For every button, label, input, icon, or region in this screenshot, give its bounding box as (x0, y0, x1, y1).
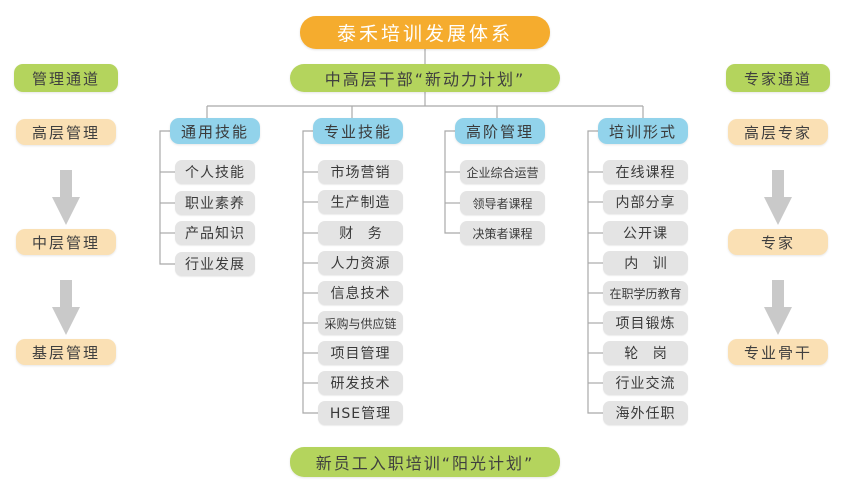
column-3-item-0[interactable]: 在线课程 (603, 160, 688, 184)
right-channel-level-2: 专业骨干 (728, 339, 828, 365)
column-3-item-3[interactable]: 内 训 (603, 251, 688, 275)
arrow-up-icon-right-1 (764, 170, 792, 225)
column-3-item-5[interactable]: 项目锻炼 (603, 311, 688, 335)
column-2-item-2[interactable]: 决策者课程 (460, 221, 545, 245)
column-3-item-7[interactable]: 行业交流 (603, 371, 688, 395)
left-channel-level-0: 高层管理 (16, 119, 116, 145)
column-3-item-4[interactable]: 在职学历教育 (603, 281, 688, 305)
column-3-item-2[interactable]: 公开课 (603, 221, 688, 245)
column-3-item-1[interactable]: 内部分享 (603, 190, 688, 214)
arrow-up-icon-left-1 (52, 170, 80, 225)
left-channel-level-2: 基层管理 (16, 339, 116, 365)
right-channel-level-1: 专家 (728, 229, 828, 255)
column-header-3[interactable]: 培训形式 (598, 118, 688, 144)
column-1-item-8[interactable]: HSE管理 (318, 401, 403, 425)
column-header-2[interactable]: 高阶管理 (455, 118, 545, 144)
column-0-item-1[interactable]: 职业素养 (175, 191, 255, 215)
subtitle-banner: 中高层干部“新动力计划” (290, 64, 560, 92)
column-3-item-8[interactable]: 海外任职 (603, 401, 688, 425)
left-channel-header: 管理通道 (14, 64, 118, 92)
left-channel-level-1: 中层管理 (16, 229, 116, 255)
column-0-item-0[interactable]: 个人技能 (175, 160, 255, 184)
column-1-item-4[interactable]: 信息技术 (318, 281, 403, 305)
column-2-item-0[interactable]: 企业综合运营 (460, 160, 545, 184)
page-title: 泰禾培训发展体系 (300, 16, 550, 49)
column-1-item-0[interactable]: 市场营销 (318, 160, 403, 184)
column-2-item-1[interactable]: 领导者课程 (460, 191, 545, 215)
column-header-0[interactable]: 通用技能 (170, 118, 260, 144)
footer-banner: 新员工入职培训“阳光计划” (290, 447, 560, 477)
column-1-item-3[interactable]: 人力资源 (318, 251, 403, 275)
column-header-1[interactable]: 专业技能 (313, 118, 403, 144)
column-1-item-5[interactable]: 采购与供应链 (318, 311, 403, 335)
right-channel-level-0: 高层专家 (728, 119, 828, 145)
column-0-item-3[interactable]: 行业发展 (175, 252, 255, 276)
column-1-item-1[interactable]: 生产制造 (318, 190, 403, 214)
column-0-item-2[interactable]: 产品知识 (175, 221, 255, 245)
column-3-item-6[interactable]: 轮 岗 (603, 341, 688, 365)
column-1-item-2[interactable]: 财 务 (318, 221, 403, 245)
arrow-up-icon-right-2 (764, 280, 792, 335)
arrow-up-icon-left-2 (52, 280, 80, 335)
column-1-item-7[interactable]: 研发技术 (318, 371, 403, 395)
column-1-item-6[interactable]: 项目管理 (318, 341, 403, 365)
right-channel-header: 专家通道 (726, 64, 830, 92)
